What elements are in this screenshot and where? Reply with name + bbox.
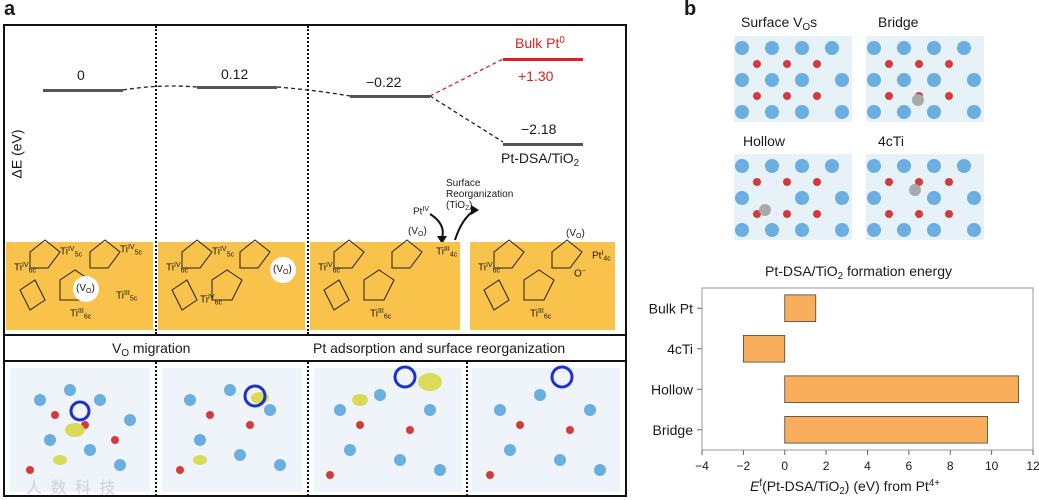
ti-label-1: TiIV5c (60, 246, 82, 259)
watermark: 人 数 科 技 (26, 480, 118, 497)
pt-i-label: PtI4c (592, 250, 611, 263)
x-tick-label: 8 (947, 459, 954, 473)
divider-3 (155, 362, 157, 496)
pt-dsa-value: −2.18 (521, 121, 557, 137)
structure-label-surface-vos: Surface VOs (741, 14, 818, 33)
y-tick-label-4cti: 4cTi (667, 341, 693, 357)
y-tick-label-bridge: Bridge (653, 422, 694, 438)
energy-connectors (122, 58, 504, 244)
energy-level-pt-dsa (503, 143, 583, 146)
o-minus-label: O− (574, 268, 586, 280)
divider-4 (307, 362, 309, 496)
ti-label-6: TiIV5c (212, 246, 234, 259)
section-pt-adsorption: Pt adsorption and surface reorganization (313, 340, 566, 356)
bulk-pt-label: Bulk Pt0 (515, 35, 565, 51)
x-tick-label: 2 (823, 459, 830, 473)
ti-label-12: TiIV6c (478, 262, 500, 275)
x-tick-label: 0 (781, 459, 788, 473)
bar-bridge (784, 415, 988, 444)
ti-label-7: TiIV6c (166, 262, 188, 275)
pt-dsa-label: Pt-DSA/TiO2 (501, 150, 580, 169)
bar-bulk-pt (784, 294, 817, 323)
x-tick-label: −4 (695, 459, 709, 473)
panel-b-letter: b (684, 0, 697, 20)
x-tick-label: 4 (864, 459, 871, 473)
panel-a-isosurface-frame (3, 360, 627, 497)
schematic-region-3 (310, 242, 460, 330)
structure-label-hollow: Hollow (743, 133, 786, 149)
vacancy-label-1: (VO) (76, 283, 95, 296)
bar-hollow (784, 375, 1019, 404)
structure-atoms (735, 41, 981, 237)
bulk-pt-value: +1.30 (518, 68, 554, 84)
ti-label-10: TiIV6c (318, 262, 340, 275)
vacancy-label-2: (VO) (273, 264, 292, 277)
isosurface-atoms (26, 365, 606, 479)
ti-label-13: TiIII6c (530, 308, 552, 321)
energy-level-migration (197, 86, 277, 89)
energy-level-adsorption (350, 95, 430, 98)
x-tick-label: 10 (985, 459, 999, 473)
ti-label-4: TiIII5c (116, 290, 138, 303)
chart-title: Pt-DSA/TiO2 formation energy (765, 263, 953, 282)
structure-label-bridge: Bridge (878, 14, 919, 30)
energy-level-initial (43, 89, 123, 92)
divider-5 (466, 362, 468, 496)
chart-x-axis-label: Ef(Pt-DSA/TiO2) (eV) from Pt4+ (750, 478, 940, 497)
ti-label-11: TiIII6c (370, 308, 392, 321)
energy-level-bulk-pt (503, 58, 583, 61)
ti-label-3: TiIV6c (14, 262, 36, 275)
energy-value-migration: 0.12 (221, 66, 249, 82)
divider-2 (307, 26, 309, 334)
x-tick-label: 6 (906, 459, 913, 473)
vacancy-label-3: (VO) (408, 226, 427, 239)
energy-value-adsorption: −0.22 (366, 74, 402, 90)
ti-label-8: TiIV6c (200, 294, 222, 307)
energy-value-initial: 0 (77, 67, 85, 83)
surface-reorg-annotation: Surface Reorganization (TiO2) (446, 178, 514, 213)
ti-label-2: TiIV5c (120, 244, 142, 257)
structure-label-4cti: 4cTi (878, 133, 904, 149)
section-vo-migration: VO migration (112, 340, 191, 359)
vacancy-label-4: (VO) (566, 228, 585, 241)
x-tick-label: 12 (1026, 459, 1039, 473)
bar-4cti (742, 334, 786, 363)
ti-label-5: TiIII6c (70, 308, 92, 321)
pt-iv-label: PtIV (413, 206, 430, 218)
x-tick-label: −2 (737, 459, 751, 473)
ti-label-9: TiIII4c (436, 246, 458, 259)
divider-1 (155, 26, 157, 334)
panel-a-letter: a (4, 0, 16, 20)
y-tick-label-bulk-pt: Bulk Pt (649, 300, 693, 316)
y-tick-label-hollow: Hollow (651, 381, 694, 397)
schematic-bonds (19, 239, 583, 311)
